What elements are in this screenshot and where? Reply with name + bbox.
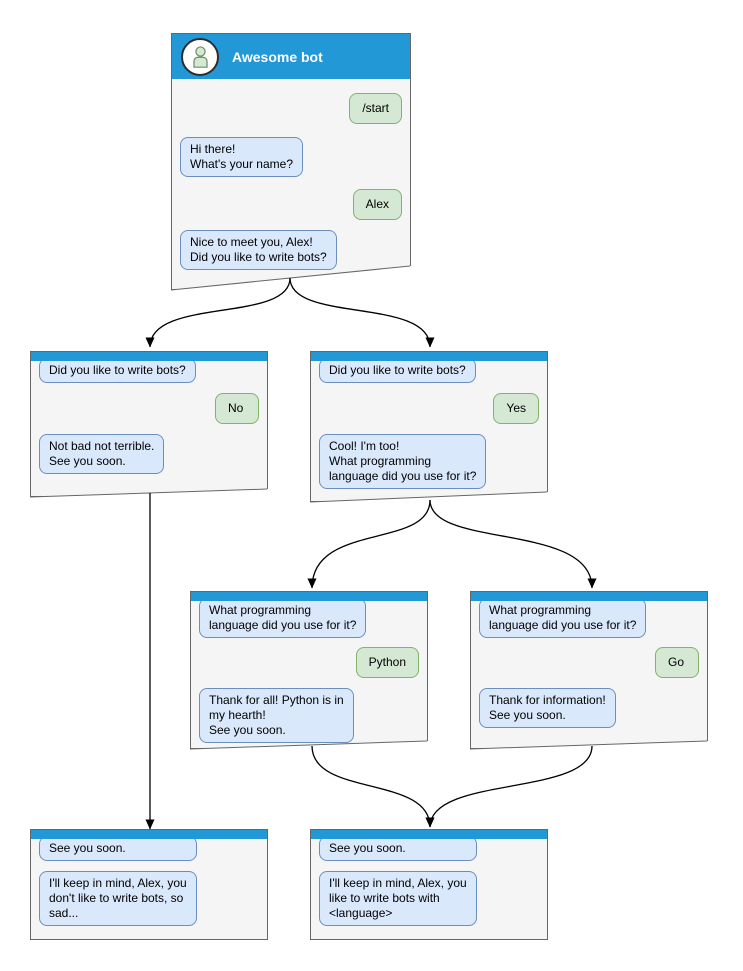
window-topbar (191, 592, 427, 601)
bot-message-bubble: Hi there! What's your name? (180, 137, 303, 177)
user-message-bubble: /start (349, 93, 402, 124)
window-title: Awesome bot (232, 48, 323, 65)
message-list: Did you like to write bots? No Not bad n… (31, 358, 267, 474)
bot-message-bubble: Nice to meet you, Alex! Did you like to … (180, 230, 337, 270)
bot-message-bubble: Did you like to write bots? (319, 358, 476, 383)
edge-go-to-end-language (425, 745, 593, 828)
edge-branch-yes-to-python (307, 499, 431, 589)
user-message-bubble: Alex (353, 189, 402, 220)
bot-message-bubble: See you soon. (319, 836, 477, 861)
chat-window-start: Awesome bot /start Hi there! What's your… (171, 33, 411, 290)
window-topbar (31, 830, 267, 839)
bot-message-bubble: See you soon. (39, 836, 197, 861)
bot-message-bubble: What programming language did you use fo… (199, 598, 366, 638)
bot-message-bubble: Not bad not terrible. See you soon. (39, 434, 164, 474)
window-titlebar: Awesome bot (172, 34, 410, 79)
bot-message-bubble: Did you like to write bots? (39, 358, 196, 383)
chat-window-branch-no: Did you like to write bots? No Not bad n… (30, 351, 268, 497)
window-topbar (311, 352, 547, 361)
bot-avatar-person-icon (181, 38, 219, 76)
chat-window-branch-python: What programming language did you use fo… (190, 591, 428, 749)
message-list: What programming language did you use fo… (191, 598, 427, 743)
bot-message-bubble: Cool! I'm too! What programming language… (319, 434, 486, 489)
edge-python-to-end-language (311, 745, 435, 828)
chat-window-branch-go: What programming language did you use fo… (470, 591, 708, 749)
message-list: What programming language did you use fo… (471, 598, 707, 728)
user-message-bubble: Yes (493, 393, 539, 424)
message-list: /start Hi there! What's your name? Alex … (172, 93, 410, 270)
edge-start-to-branch-yes (289, 277, 435, 348)
chat-window-branch-yes: Did you like to write bots? Yes Cool! I'… (310, 351, 548, 502)
message-list: See you soon. I'll keep in mind, Alex, y… (311, 836, 547, 926)
chat-window-end-language: See you soon. I'll keep in mind, Alex, y… (310, 829, 548, 940)
bot-message-bubble: I'll keep in mind, Alex, you like to wri… (319, 871, 477, 926)
window-topbar (31, 352, 267, 361)
bot-message-bubble: Thank for information! See you soon. (479, 688, 616, 728)
bot-message-bubble: I'll keep in mind, Alex, you don't like … (39, 871, 197, 926)
edge-branch-yes-to-go (429, 499, 597, 589)
user-message-bubble: No (215, 393, 259, 424)
user-message-bubble: Python (356, 647, 419, 678)
bot-message-bubble: What programming language did you use fo… (479, 598, 646, 638)
user-message-bubble: Go (655, 647, 699, 678)
bot-message-bubble: Thank for all! Python is in my hearth! S… (199, 688, 354, 743)
window-topbar (311, 830, 547, 839)
message-list: See you soon. I'll keep in mind, Alex, y… (31, 836, 267, 926)
window-topbar (471, 592, 707, 601)
message-list: Did you like to write bots? Yes Cool! I'… (311, 358, 547, 489)
chat-window-end-no: See you soon. I'll keep in mind, Alex, y… (30, 829, 268, 940)
